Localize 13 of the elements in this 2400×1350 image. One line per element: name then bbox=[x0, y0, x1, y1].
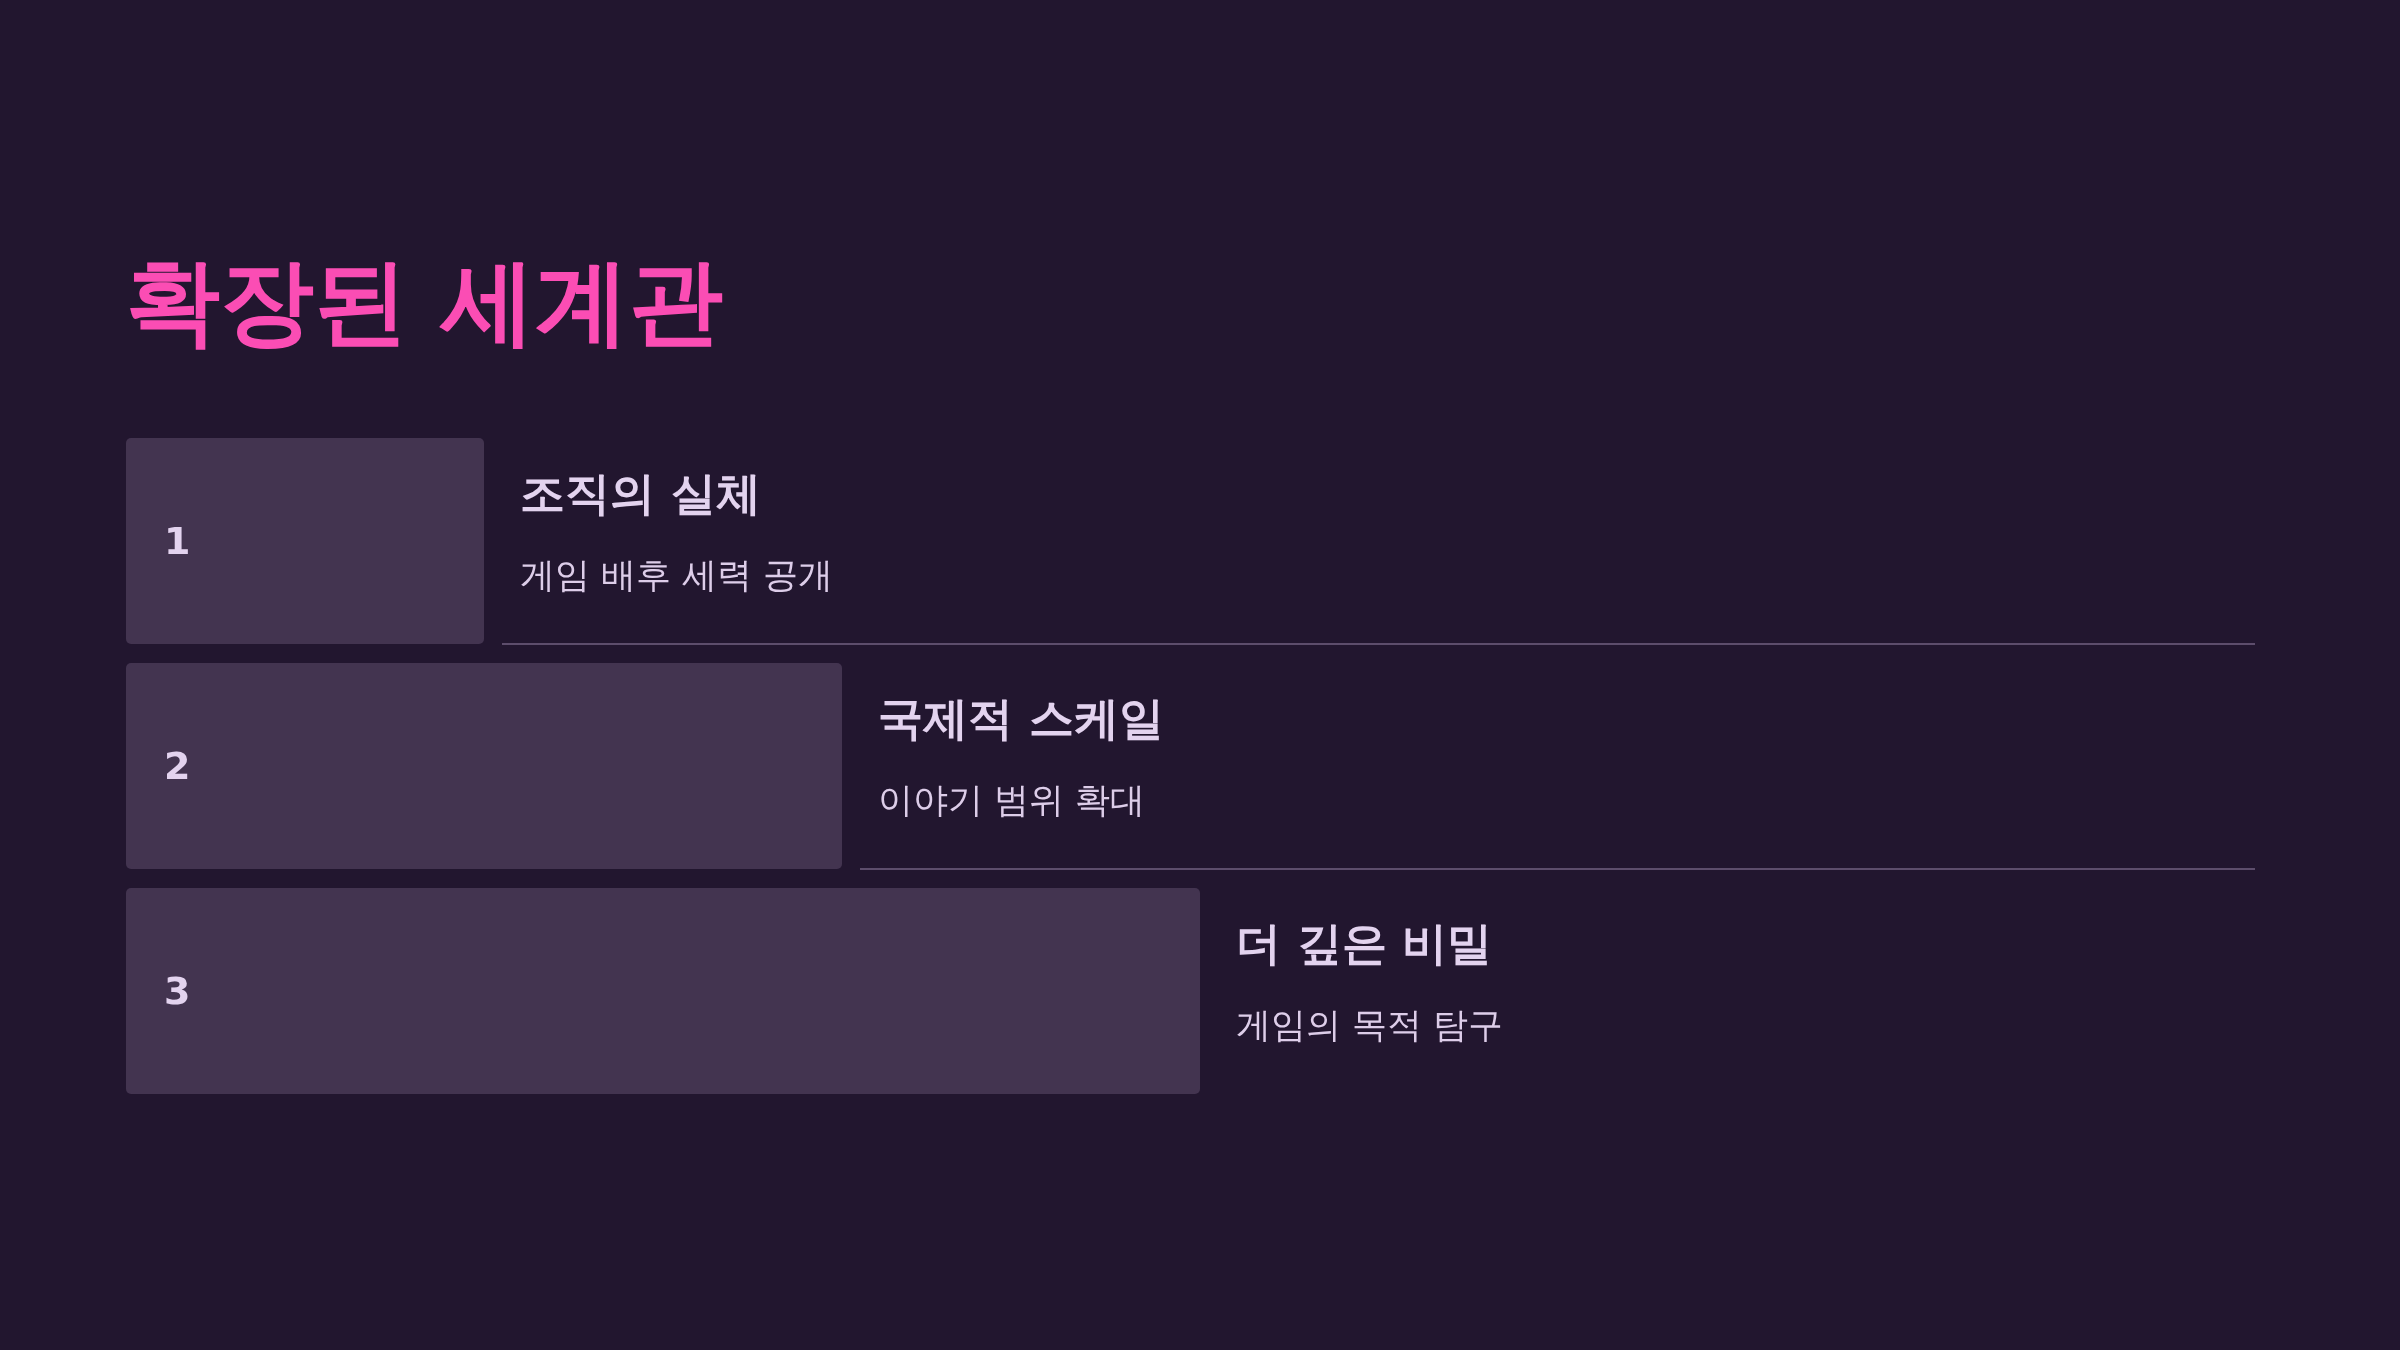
numbered-bar bbox=[126, 663, 842, 869]
row-description: 이야기 범위 확대 bbox=[878, 779, 1146, 821]
step-number: 2 bbox=[164, 747, 191, 785]
numbered-bar bbox=[126, 888, 1200, 1094]
row-heading: 국제적 스케일 bbox=[878, 692, 1164, 746]
step-number: 1 bbox=[164, 522, 191, 560]
row-heading: 더 깊은 비밀 bbox=[1236, 917, 1493, 971]
slide-title: 확장된 세계관 bbox=[126, 246, 723, 358]
row-heading: 조직의 실체 bbox=[520, 467, 761, 521]
step-number: 3 bbox=[164, 972, 191, 1010]
numbered-bar bbox=[126, 438, 484, 644]
row-description: 게임의 목적 탐구 bbox=[1236, 1004, 1504, 1046]
row-description: 게임 배후 세력 공개 bbox=[520, 554, 834, 596]
